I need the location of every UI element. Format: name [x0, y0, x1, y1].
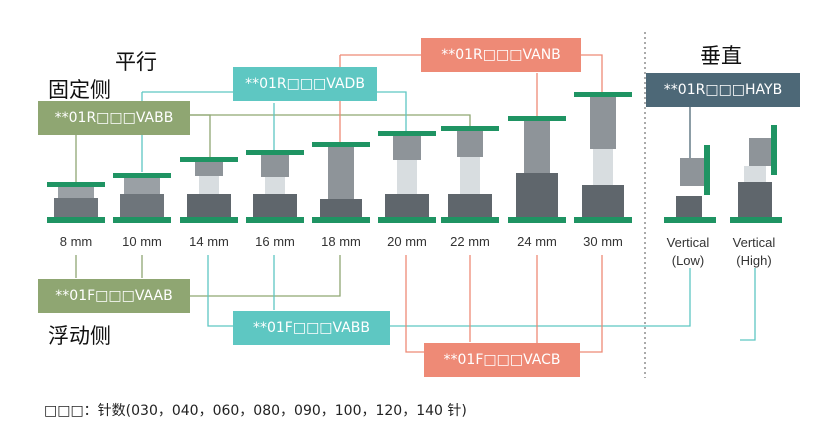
- connector-30mm: [574, 92, 632, 223]
- connector-8mm: [47, 182, 105, 223]
- vertical-low-line1: Vertical: [666, 235, 710, 250]
- size-label: 14 mm: [189, 234, 229, 249]
- heading-vertical: 垂直: [700, 44, 742, 68]
- connector-16mm: [246, 150, 304, 223]
- vertical-high-label: Vertical (High): [714, 234, 794, 270]
- size-label: 24 mm: [517, 234, 557, 249]
- connector-20mm: [378, 131, 436, 223]
- connector-vertical-high: [730, 125, 782, 223]
- connector-14mm: [180, 157, 238, 223]
- pin-count-footnote: □□□：针数(030，040，060，080，090，100，120，140 针…: [44, 403, 467, 419]
- connector-10mm: [113, 173, 171, 223]
- vertical-high-line2: (High): [736, 253, 772, 268]
- label-fixed-vabb: **01R□□□VABB: [38, 101, 190, 135]
- size-label: 18 mm: [321, 234, 361, 249]
- label-float-vaab: **01F□□□VAAB: [38, 279, 190, 313]
- vertical-low-label: Vertical (Low): [648, 234, 728, 270]
- float-vacb-lines: [405, 255, 603, 353]
- vertical-high-line1: Vertical: [732, 235, 776, 250]
- size-label: 8 mm: [59, 234, 93, 249]
- connector-vertical-low: [664, 145, 716, 223]
- vertical-low-line2: (Low): [671, 253, 705, 268]
- heading-fixed-side: 固定侧: [48, 78, 111, 102]
- size-label: 22 mm: [450, 234, 490, 249]
- float-vaab-lines: [75, 255, 341, 297]
- label-vertical-hayb: **01R□□□HAYB: [646, 73, 800, 107]
- heading-floating-side: 浮动侧: [48, 324, 111, 348]
- label-fixed-vanb: **01R□□□VANB: [421, 38, 581, 72]
- label-fixed-vadb: **01R□□□VADB: [233, 67, 377, 101]
- size-label: 30 mm: [583, 234, 623, 249]
- connector-18mm: [312, 142, 370, 223]
- connector-22mm: [441, 126, 499, 223]
- fixed-vabb-lines: [75, 114, 471, 182]
- label-float-vacb: **01F□□□VACB: [424, 343, 580, 377]
- float-vabb-lines: [207, 255, 756, 341]
- connector-24mm: [508, 116, 566, 223]
- heading-parallel: 平行: [115, 50, 157, 74]
- size-label: 20 mm: [387, 234, 427, 249]
- label-float-vabb: **01F□□□VABB: [233, 311, 390, 345]
- size-label: 10 mm: [122, 234, 162, 249]
- size-label: 16 mm: [255, 234, 295, 249]
